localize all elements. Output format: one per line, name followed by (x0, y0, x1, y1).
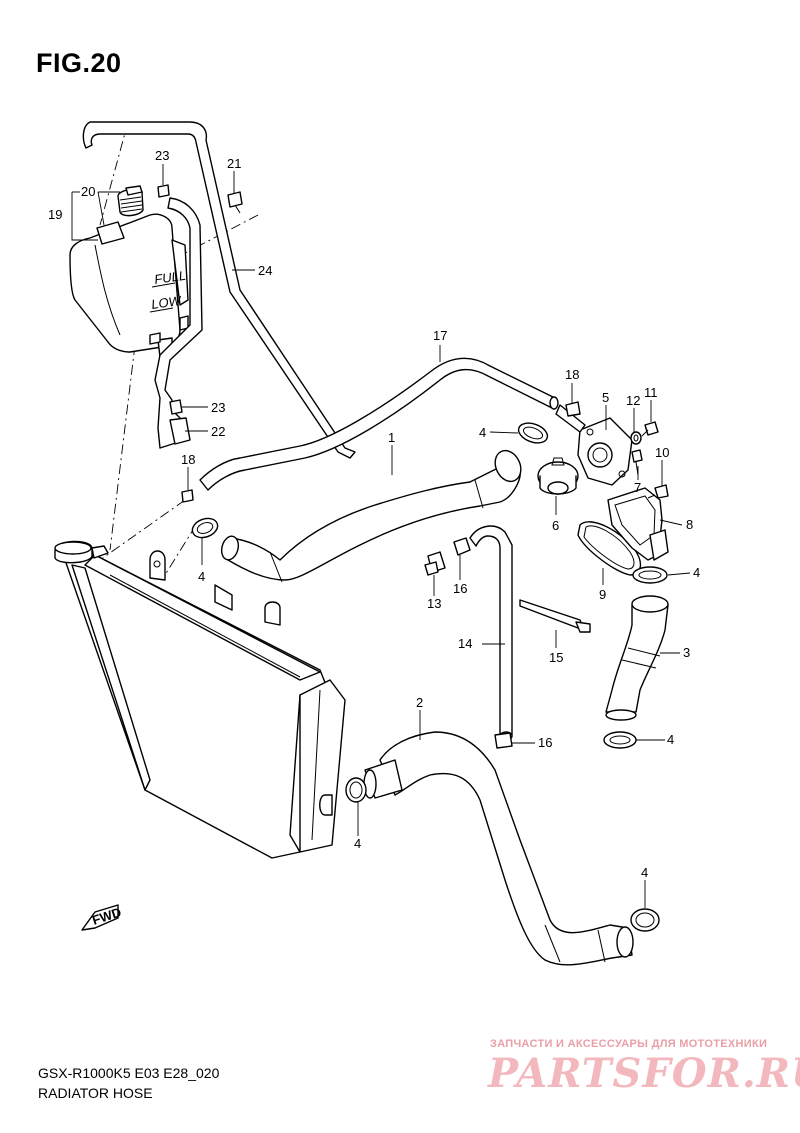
callout-23-upper: 23 (155, 148, 169, 163)
callout-6: 6 (552, 518, 559, 533)
cable-tie-15 (519, 599, 591, 633)
callout-1: 1 (388, 430, 395, 445)
clip-23-upper (157, 184, 170, 198)
callout-20: 20 (81, 184, 95, 199)
leader-lines (71, 164, 691, 908)
thermostat-cover-5 (555, 404, 633, 486)
fitting-13 (424, 551, 446, 576)
clip-23-lower (169, 399, 183, 415)
clip-18-right (565, 401, 581, 417)
clip-18-left (181, 489, 194, 503)
thermostat-housing-8 (607, 487, 669, 561)
reservoir-tank: FULL LOW (69, 185, 189, 358)
hose-3 (605, 595, 669, 721)
clamp-4-upper-left (191, 517, 219, 539)
callout-24: 24 (258, 263, 272, 278)
callout-3: 3 (683, 645, 690, 660)
lower-radiator-hose-2 (363, 731, 634, 966)
clamp-4-radiator (345, 777, 367, 803)
callout-4-lower-right: 4 (667, 732, 674, 747)
overflow-hose-22 (154, 197, 203, 449)
callout-4-upper-left: 4 (198, 569, 205, 584)
callout-8: 8 (686, 517, 693, 532)
callout-5: 5 (602, 390, 609, 405)
model-code: GSX-R1000K5 E03 E28_020 (38, 1065, 220, 1081)
callout-18-left: 18 (181, 452, 195, 467)
radiator (54, 540, 346, 859)
callout-16-lower: 16 (538, 735, 552, 750)
callout-18-right: 18 (565, 367, 579, 382)
callout-11: 11 (644, 385, 658, 400)
callout-23-lower: 23 (211, 400, 225, 415)
callout-4-radiator: 4 (354, 836, 361, 851)
hose-14 (469, 525, 513, 741)
clip-16-upper (453, 537, 471, 556)
callout-21: 21 (227, 156, 241, 171)
section-name: RADIATOR HOSE (38, 1085, 153, 1101)
callout-12: 12 (626, 393, 640, 408)
callout-4-engine: 4 (641, 865, 648, 880)
callout-4-thermostat: 4 (479, 425, 486, 440)
callout-2: 2 (416, 695, 423, 710)
washer-12 (630, 431, 642, 445)
callout-4-cover: 4 (693, 565, 700, 580)
callout-15: 15 (549, 650, 563, 665)
clip-16-lower (494, 732, 513, 749)
callout-19: 19 (48, 207, 62, 222)
clamp-4-lower-right (603, 731, 637, 749)
callout-17: 17 (433, 328, 447, 343)
bolt-11 (641, 421, 659, 437)
bolt-7 (631, 449, 643, 476)
upper-radiator-hose-1 (220, 449, 522, 583)
breather-hose-17 (199, 357, 559, 491)
forward-arrow: FWD (81, 904, 123, 931)
callout-14: 14 (458, 636, 472, 651)
callout-10: 10 (655, 445, 669, 460)
watermark-caption: ЗАПЧАСТИ И АКСЕССУАРЫ ДЛЯ МОТОТЕХНИКИ (490, 1038, 768, 1050)
callout-13: 13 (427, 596, 441, 611)
breather-hose-24 (82, 121, 356, 459)
callout-9: 9 (599, 587, 606, 602)
watermark-logo: PARTSFOR.RU (488, 1050, 800, 1097)
callout-22: 22 (211, 424, 225, 439)
fwd-label: FWD (90, 904, 123, 927)
clamp-4-cover (632, 566, 668, 584)
thermostat-6 (537, 457, 579, 495)
figure-title: FIG.20 (36, 48, 122, 78)
tank-low-mark: LOW (150, 293, 183, 312)
clamp-4-engine (630, 908, 660, 932)
bolt-21 (227, 191, 243, 214)
callout-numbers: 1 2 3 4 4 4 4 4 4 5 6 7 8 9 10 11 12 13 … (48, 148, 700, 880)
tank-full-mark: FULL (153, 268, 187, 287)
callout-16-upper: 16 (453, 581, 467, 596)
callout-7: 7 (634, 480, 641, 495)
clamp-4-thermostat (517, 422, 549, 444)
